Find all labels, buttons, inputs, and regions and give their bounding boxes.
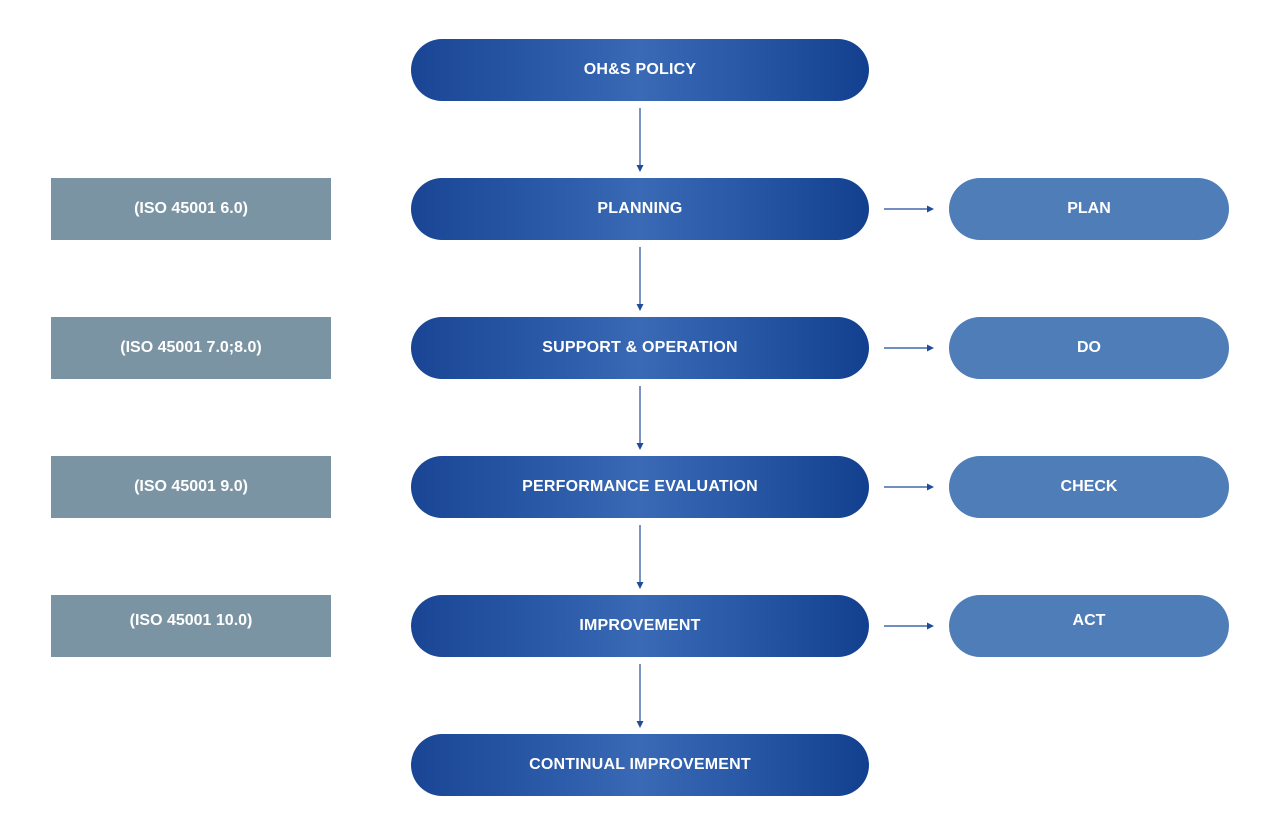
pdca-do: DO — [949, 317, 1229, 379]
support-operation-step-label: SUPPORT & OPERATION — [542, 339, 738, 356]
pdca-plan: PLAN — [949, 178, 1229, 240]
arrow-performance-to-improvement — [636, 525, 644, 589]
arrow-support-to-do — [884, 344, 934, 352]
iso-ref-improvement: (ISO 45001 10.0) — [51, 595, 331, 657]
performance-evaluation-step: PERFORMANCE EVALUATION — [411, 456, 869, 518]
iso-ref-support: (ISO 45001 7.0;8.0) — [51, 317, 331, 379]
arrow-improvement-to-act — [884, 622, 934, 630]
performance-evaluation-step-label: PERFORMANCE EVALUATION — [522, 478, 758, 495]
iso-ref-improvement-label: (ISO 45001 10.0) — [129, 612, 253, 629]
planning-step-label: PLANNING — [597, 200, 683, 217]
continual-improvement-step-label: CONTINUAL IMPROVEMENT — [529, 756, 751, 773]
iso-ref-planning-label: (ISO 45001 6.0) — [134, 200, 248, 217]
iso-ref-support-label: (ISO 45001 7.0;8.0) — [120, 339, 262, 356]
arrow-performance-to-check — [884, 483, 934, 491]
pdca-plan-label: PLAN — [1067, 200, 1111, 217]
pdca-check: CHECK — [949, 456, 1229, 518]
pdca-check-label: CHECK — [1060, 478, 1118, 495]
improvement-step: IMPROVEMENT — [411, 595, 869, 657]
arrow-planning-to-plan — [884, 205, 934, 213]
iso-ref-performance-label: (ISO 45001 9.0) — [134, 478, 248, 495]
policy-step-label: OH&S POLICY — [583, 61, 697, 78]
continual-improvement-step: CONTINUAL IMPROVEMENT — [411, 734, 869, 796]
arrow-support-to-performance — [636, 386, 644, 450]
arrow-planning-to-support — [636, 247, 644, 311]
pdca-do-label: DO — [1077, 339, 1101, 356]
planning-step: PLANNING — [411, 178, 869, 240]
policy-step: OH&S POLICY — [411, 39, 869, 101]
pdca-act: ACT — [949, 595, 1229, 657]
iso-ref-performance: (ISO 45001 9.0) — [51, 456, 331, 518]
arrow-improvement-to-continual — [636, 664, 644, 728]
iso-ref-planning: (ISO 45001 6.0) — [51, 178, 331, 240]
support-operation-step: SUPPORT & OPERATION — [411, 317, 869, 379]
pdca-act-label: ACT — [1072, 612, 1106, 629]
improvement-step-label: IMPROVEMENT — [579, 617, 701, 634]
arrow-policy-to-planning — [636, 108, 644, 172]
